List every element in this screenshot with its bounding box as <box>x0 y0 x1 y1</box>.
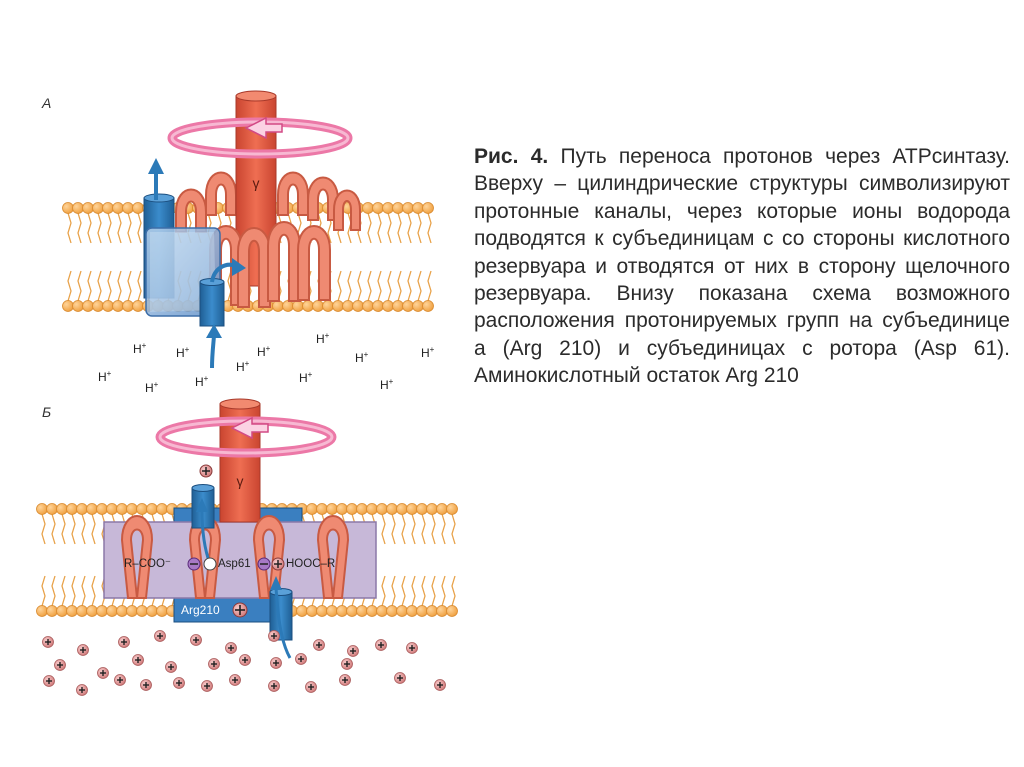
panel-b-label: Б <box>42 404 51 420</box>
proton-charge-3 <box>119 637 130 648</box>
panel-b-group-asp: Asp61 <box>218 558 251 570</box>
panel-a-label: А <box>41 95 51 111</box>
proton-charge-22 <box>77 685 88 696</box>
proton-charge-28 <box>269 681 280 692</box>
proton-charge-15 <box>166 662 177 673</box>
caption-text: Путь переноса протонов через АТРсинтазу.… <box>474 145 1010 387</box>
proton-charge-25 <box>174 678 185 689</box>
panel-b-group-right: HOOC–R <box>286 558 335 570</box>
proton-charge-13 <box>98 668 109 679</box>
proton-label-a-h8: H+ <box>145 380 159 395</box>
panel-b-gamma-label: γ <box>237 473 244 489</box>
proton-charge-19 <box>296 654 307 665</box>
proton-charge-10 <box>376 640 387 651</box>
proton-charge-8 <box>314 640 325 651</box>
proton-charge-18 <box>271 658 282 669</box>
figure-caption: Рис. 4. Путь переноса протонов через АТР… <box>474 143 1010 390</box>
proton-charge-23 <box>115 675 126 686</box>
proton-label-a-h9: H+ <box>195 374 209 389</box>
panel-b-asp-site <box>204 558 216 570</box>
proton-label-a-h1: H+ <box>133 341 147 356</box>
proton-charge-29 <box>306 682 317 693</box>
panel-b-arg-label: Arg210 <box>181 603 220 617</box>
proton-charge-6 <box>226 643 237 654</box>
proton-charge-20 <box>342 659 353 670</box>
proton-charge-16 <box>209 659 220 670</box>
proton-charge-21 <box>44 676 55 687</box>
proton-charge-4 <box>155 631 166 642</box>
proton-charge-2 <box>78 645 89 656</box>
proton-label-a-h4: H+ <box>316 331 330 346</box>
proton-charge-12 <box>55 660 66 671</box>
proton-charge-1 <box>43 637 54 648</box>
proton-charge-27 <box>230 675 241 686</box>
panel-a-proton-in-arrow-icon <box>212 334 214 368</box>
proton-charge-17 <box>240 655 251 666</box>
proton-charge-30 <box>340 675 351 686</box>
proton-label-a-h2: H+ <box>176 345 190 360</box>
proton-label-a-h3: H+ <box>257 344 271 359</box>
proton-charge-11 <box>407 643 418 654</box>
proton-charge-24 <box>141 680 152 691</box>
proton-label-a-h7: H+ <box>98 369 112 384</box>
proton-label-a-h12: H+ <box>380 377 394 392</box>
panel-b-proton-above <box>200 465 212 477</box>
proton-label-a-h10: H+ <box>236 359 250 374</box>
proton-charge-32 <box>435 680 446 691</box>
panel-b-proton-pool <box>43 631 446 696</box>
proton-label-a-h6: H+ <box>421 345 435 360</box>
proton-label-a-h5: H+ <box>355 350 369 365</box>
panel-b-group-left: R–COO⁻ <box>124 558 171 570</box>
proton-charge-9 <box>348 646 359 657</box>
proton-label-a-h11: H+ <box>299 370 313 385</box>
caption-figure-number: Рис. 4. <box>474 145 548 168</box>
proton-charge-26 <box>202 681 213 692</box>
proton-charge-14 <box>133 655 144 666</box>
panel-a-protons: H+ H+ H+ H+ H+ H+ H+ H+ H+ H+ H+ H+ <box>98 331 435 395</box>
proton-charge-31 <box>395 673 406 684</box>
proton-charge-7 <box>269 631 280 642</box>
proton-charge-5 <box>191 635 202 646</box>
panel-a-gamma-label: γ <box>253 175 260 191</box>
